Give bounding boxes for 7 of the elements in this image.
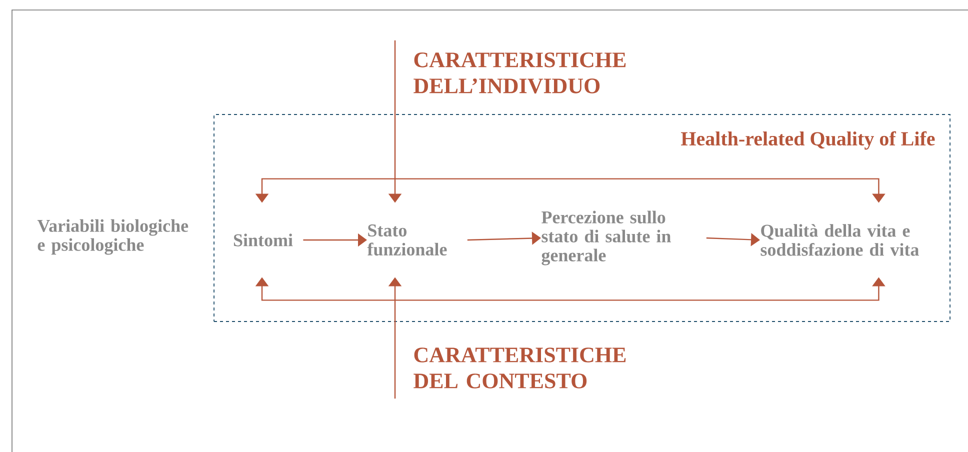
heading: CARATTERISTICHE DELL’INDIVIDUO	[414, 52, 626, 94]
stage-label: Sintomi	[234, 234, 293, 246]
side-label: Variabili biologiche e psicologiche	[37, 219, 188, 255]
stage-label: Percezione sullo stato di salute in generale	[542, 210, 671, 266]
heading: CARATTERISTICHE DEL CONTESTO	[414, 348, 626, 388]
stage-label: Stato funzionale	[367, 224, 447, 256]
stage-label: Qualità della vita e soddisfazione di vita	[760, 224, 919, 256]
